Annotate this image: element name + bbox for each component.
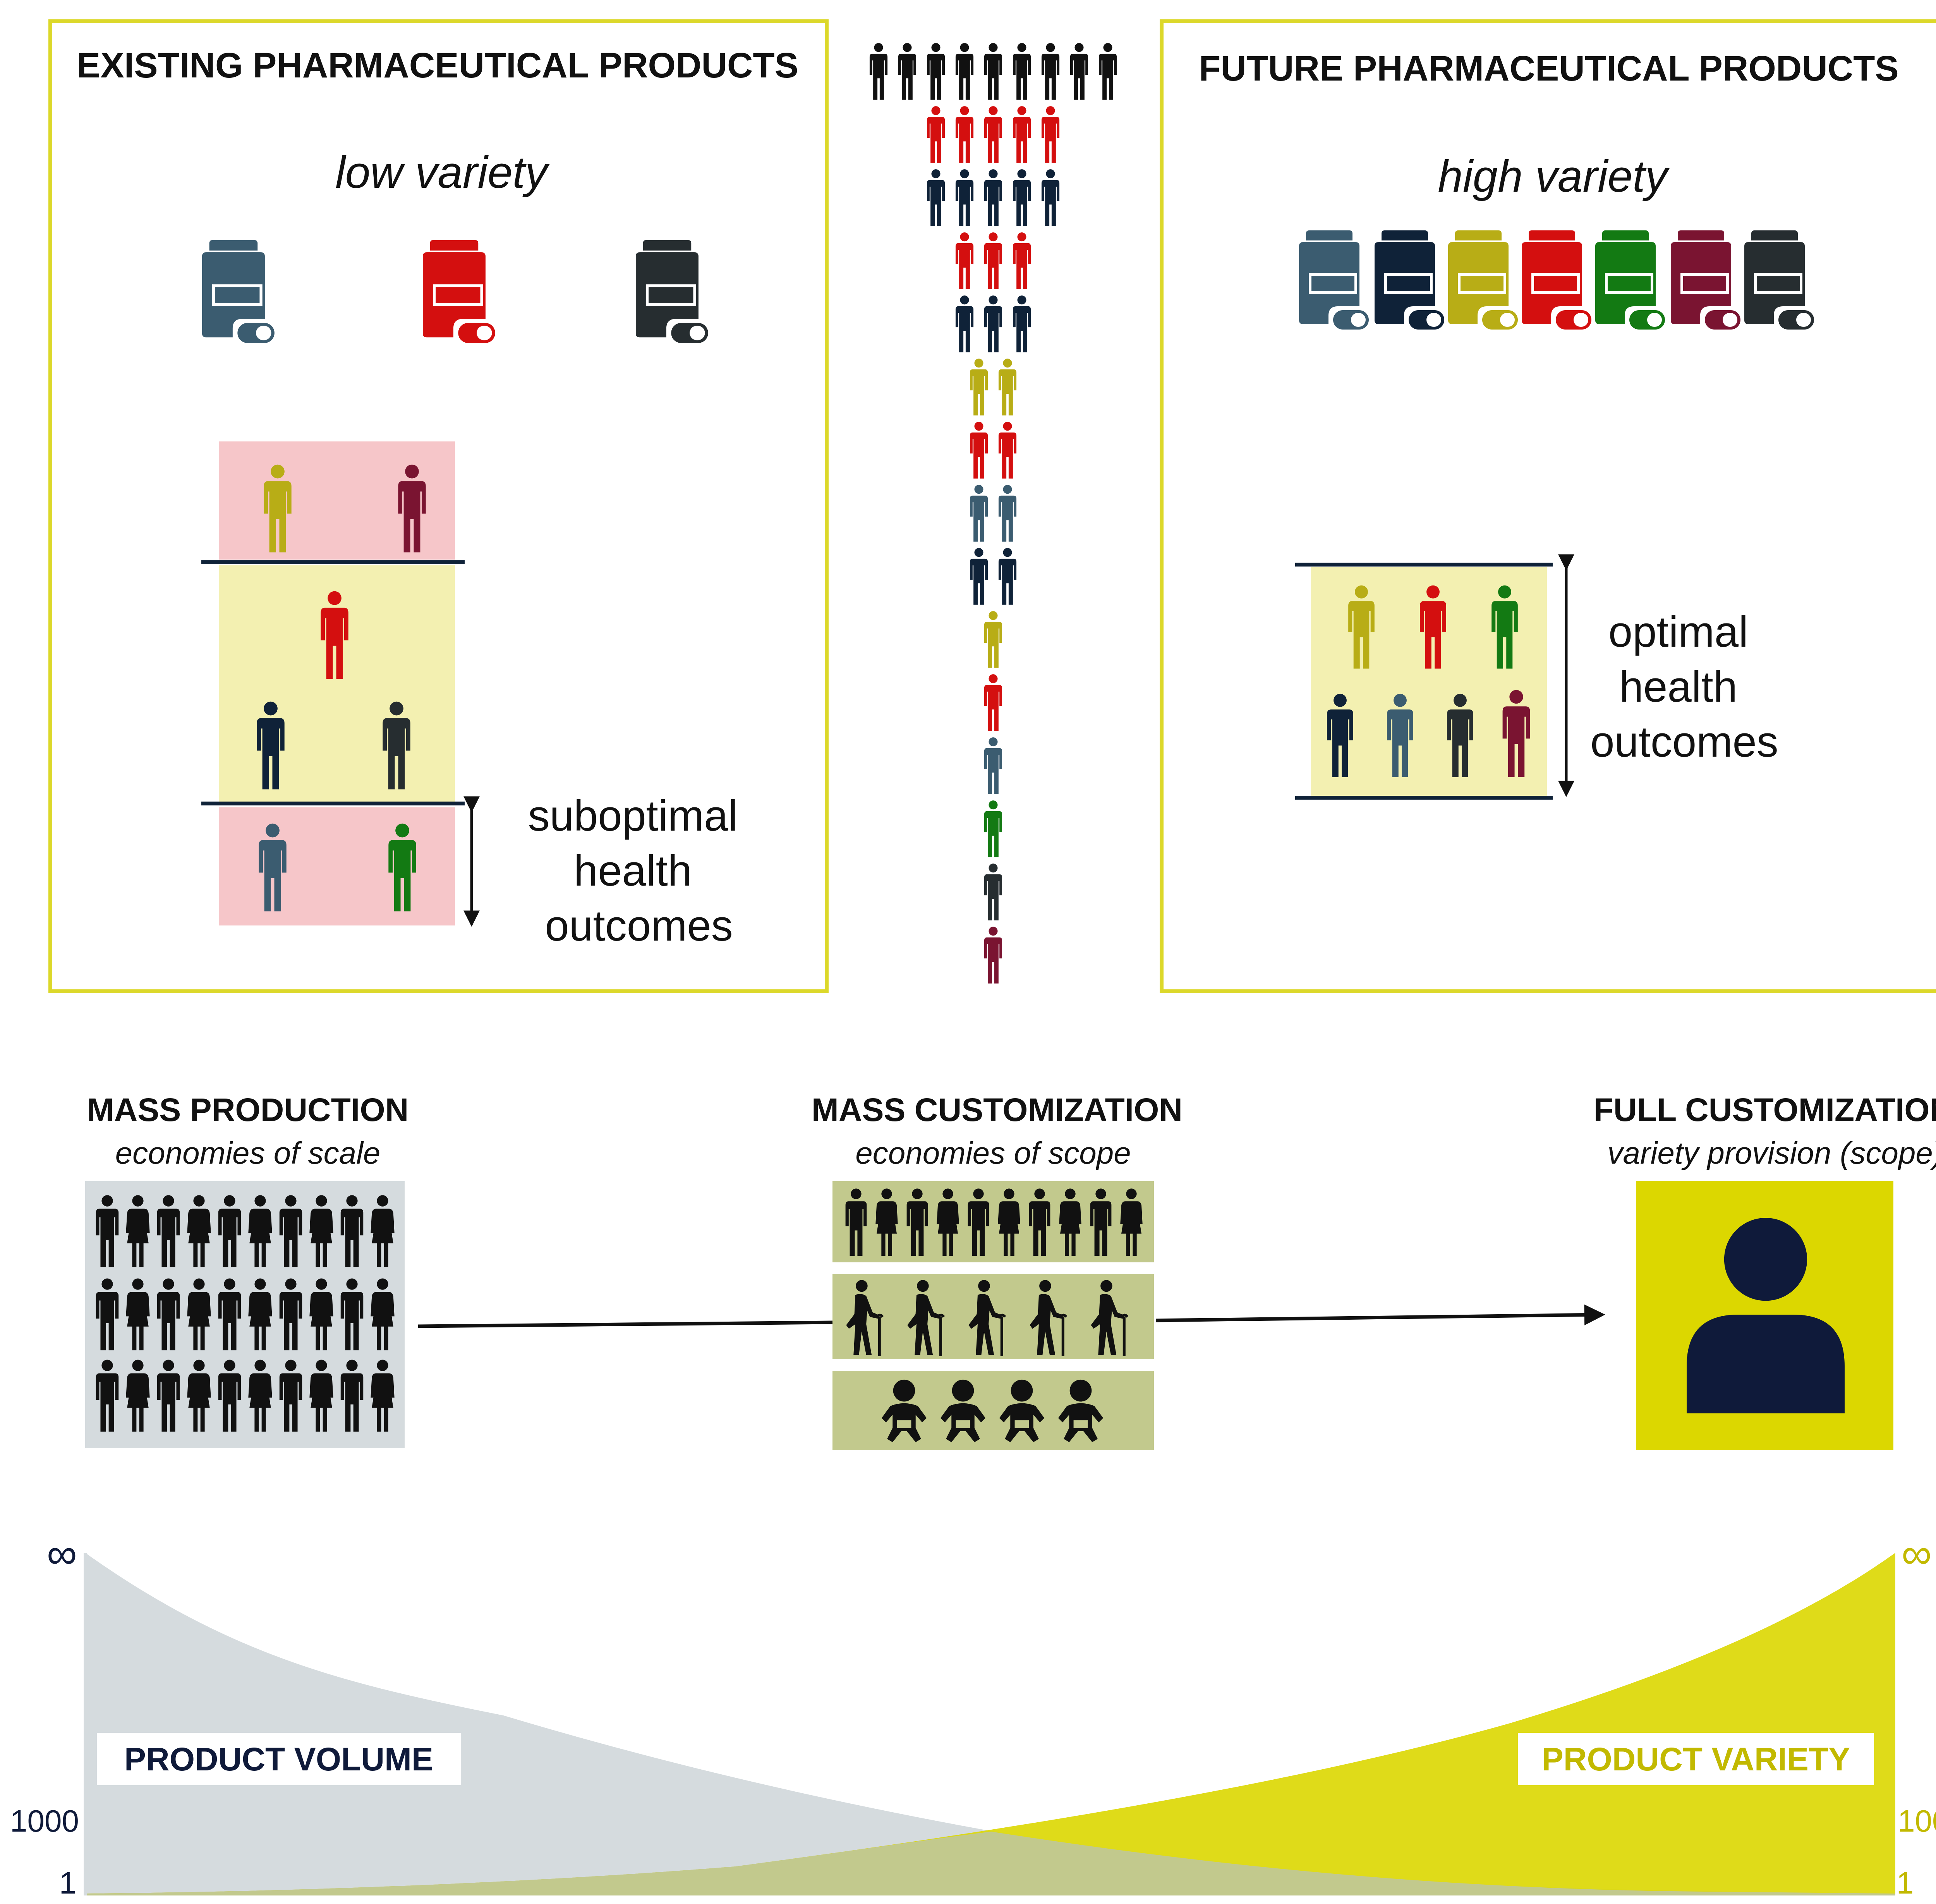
future-panel-frame xyxy=(1160,19,1936,993)
funnel-person-icon xyxy=(1013,106,1031,163)
spectrum-arrow xyxy=(1155,1304,1605,1325)
funnel-person-icon xyxy=(984,106,1002,163)
pill-bottle-icon xyxy=(1448,230,1518,330)
funnel-person-icon xyxy=(970,359,988,415)
future-panel-title: FUTURE PHARMACEUTICAL PRODUCTS xyxy=(1199,49,1899,88)
label-line: health xyxy=(1619,663,1737,711)
funnel-person-icon xyxy=(984,800,1002,857)
optimal-outcomes-label: optimal health outcomes xyxy=(1590,608,1778,766)
mass-customization-title: MASS CUSTOMIZATION xyxy=(812,1092,1183,1128)
overlap-area xyxy=(85,1832,1895,1895)
funnel-person-icon xyxy=(1041,106,1060,163)
funnel-person-icon xyxy=(984,864,1002,920)
funnel-person-icon xyxy=(984,611,1002,668)
pill-bottle-icon xyxy=(1595,230,1665,330)
funnel-person-icon xyxy=(998,359,1017,415)
right-tick-infinity: ∞ xyxy=(1902,1530,1932,1578)
product-volume-area xyxy=(85,1553,1895,1895)
funnel-person-icon xyxy=(1013,169,1031,226)
product-volume-label: PRODUCT VOLUME xyxy=(124,1741,433,1777)
mass-customization-subtitle: economies of scope xyxy=(855,1136,1131,1170)
funnel-person-icon xyxy=(984,232,1002,289)
funnel-person-icon xyxy=(955,169,974,226)
funnel-person-icon xyxy=(869,43,888,100)
funnel-person-icon xyxy=(970,548,988,605)
pill-bottle-icon xyxy=(1522,230,1591,330)
population-funnel xyxy=(869,43,1117,984)
funnel-person-icon xyxy=(1013,43,1031,100)
product-volume-label-box xyxy=(97,1733,461,1785)
lower-pink-band xyxy=(219,807,455,925)
funnel-person-icon xyxy=(998,548,1017,605)
funnel-person-icon xyxy=(955,232,974,289)
funnel-person-icon xyxy=(955,295,974,352)
funnel-person-icon xyxy=(998,422,1017,479)
funnel-person-icon xyxy=(984,43,1002,100)
funnel-person-icon xyxy=(955,106,974,163)
customization-spectrum: MASS PRODUCTION economies of scale MASS … xyxy=(85,1092,1936,1450)
funnel-person-icon xyxy=(984,674,1002,731)
label-line: suboptimal xyxy=(528,791,738,840)
future-panel-subtitle: high variety xyxy=(1438,151,1670,201)
funnel-person-icon xyxy=(1041,43,1060,100)
pill-bottle-icon xyxy=(422,240,495,343)
funnel-person-icon xyxy=(984,169,1002,226)
existing-products-panel: EXISTING PHARMACEUTICAL PRODUCTS low var… xyxy=(48,19,829,993)
babies-segment-panel xyxy=(832,1371,1154,1450)
funnel-person-icon xyxy=(970,485,988,542)
right-tick-1: 1 xyxy=(1897,1866,1914,1900)
funnel-person-icon xyxy=(1013,295,1031,352)
pill-bottle-icon xyxy=(1299,230,1369,330)
full-customization-subtitle: variety provision (scope) xyxy=(1608,1136,1936,1170)
funnel-person-icon xyxy=(1041,169,1060,226)
label-line: outcomes xyxy=(545,901,733,950)
full-customization-title: FULL CUSTOMIZATION xyxy=(1594,1092,1936,1128)
product-variety-label-box xyxy=(1518,1733,1874,1785)
mass-production-subtitle: economies of scale xyxy=(115,1136,381,1170)
pill-bottle-icon xyxy=(1671,230,1740,330)
funnel-person-icon xyxy=(1098,43,1117,100)
middle-yellow-band xyxy=(219,565,455,802)
mass-production-title: MASS PRODUCTION xyxy=(87,1092,409,1128)
pill-bottle-icon xyxy=(1375,230,1444,330)
existing-panel-frame xyxy=(48,19,829,993)
left-tick-infinity: ∞ xyxy=(47,1530,77,1578)
funnel-person-icon xyxy=(927,169,945,226)
pill-bottle-icon xyxy=(1744,230,1814,330)
left-tick-1: 1 xyxy=(59,1866,77,1900)
funnel-person-icon xyxy=(984,927,1002,984)
future-products-panel: FUTURE PHARMACEUTICAL PRODUCTS high vari… xyxy=(1160,19,1936,993)
funnel-person-icon xyxy=(927,106,945,163)
label-line: outcomes xyxy=(1590,718,1778,766)
funnel-person-icon xyxy=(984,295,1002,352)
funnel-person-icon xyxy=(1070,43,1088,100)
product-variety-area xyxy=(85,1553,1895,1895)
funnel-person-icon xyxy=(970,422,988,479)
pill-bottle-icon xyxy=(202,240,275,343)
funnel-person-icon xyxy=(898,43,917,100)
existing-panel-title: EXISTING PHARMACEUTICAL PRODUCTS xyxy=(77,46,798,85)
pill-bottle-icon xyxy=(635,240,708,343)
funnel-person-icon xyxy=(955,43,974,100)
existing-panel-subtitle: low variety xyxy=(335,147,550,197)
label-line: health xyxy=(574,846,692,895)
funnel-person-icon xyxy=(984,737,1002,794)
suboptimal-outcomes-label: suboptimal health outcomes xyxy=(528,791,750,950)
product-variety-label: PRODUCT VARIETY xyxy=(1542,1741,1850,1777)
funnel-person-icon xyxy=(927,43,945,100)
spectrum-connector xyxy=(418,1320,833,1328)
right-tick-1000: 1000 xyxy=(1898,1804,1936,1838)
funnel-person-icon xyxy=(1013,232,1031,289)
left-tick-1000: 1000 xyxy=(10,1804,79,1838)
volume-variety-curves: PRODUCT VOLUME PRODUCT VARIETY ∞ 1000 1 … xyxy=(10,1530,1936,1900)
funnel-person-icon xyxy=(998,485,1017,542)
label-line: optimal xyxy=(1608,608,1748,656)
